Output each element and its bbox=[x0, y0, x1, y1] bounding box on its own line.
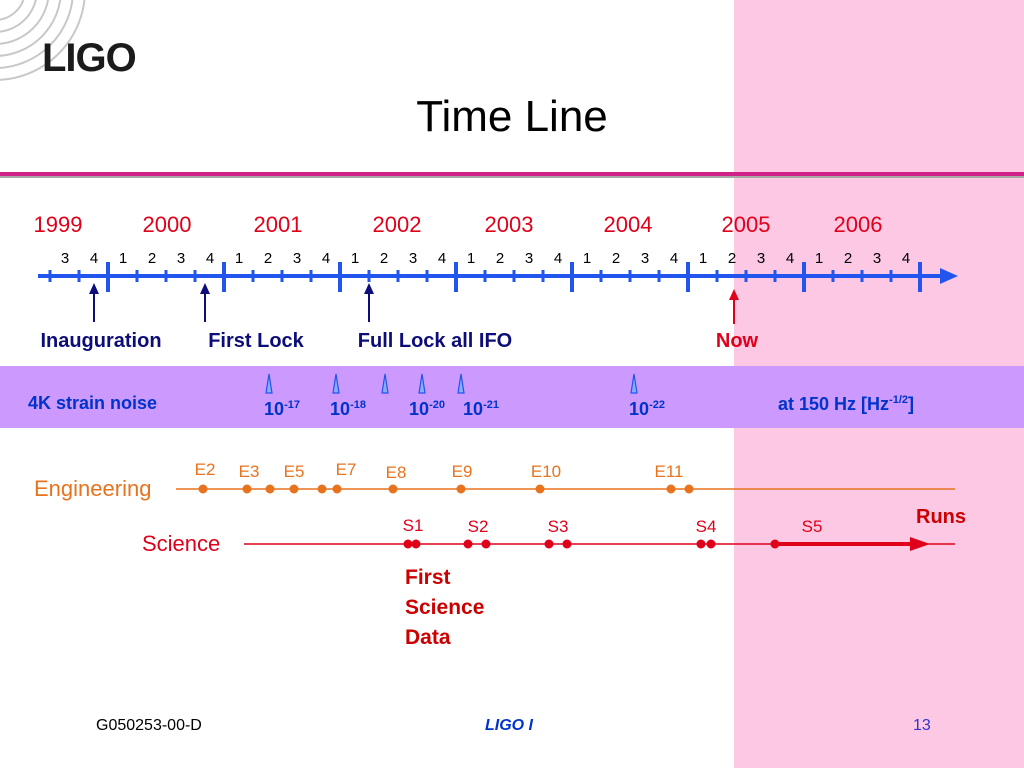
noise-marker bbox=[332, 373, 340, 394]
timeline-axis-line bbox=[38, 268, 958, 284]
first-science-data-note: First Science Data bbox=[405, 563, 484, 653]
science-run-label: S2 bbox=[467, 517, 489, 536]
science-row-label: Science bbox=[142, 531, 221, 556]
quarter-label: 1 bbox=[698, 250, 708, 267]
quarter-label: 2 bbox=[611, 250, 621, 267]
footer-document-code: G050253-00-D bbox=[96, 717, 202, 734]
engineering-run-label: E8 bbox=[385, 463, 407, 482]
page-title: Time Line bbox=[416, 92, 608, 141]
now-arrow bbox=[729, 289, 739, 324]
strain-noise-unit: at 150 Hz [Hz-1/2] bbox=[778, 394, 915, 414]
quarter-label: 3 bbox=[872, 250, 882, 267]
milestone-arrow-inauguration bbox=[89, 283, 99, 322]
strain-noise-value: 10-20 bbox=[409, 399, 445, 419]
quarter-label: 4 bbox=[669, 250, 679, 267]
quarter-label: 4 bbox=[901, 250, 911, 267]
quarter-label: 2 bbox=[379, 250, 389, 267]
engineering-run-label: E3 bbox=[238, 462, 260, 481]
quarter-label: 3 bbox=[60, 250, 70, 267]
science-run-dots bbox=[403, 539, 780, 549]
strain-noise-band bbox=[0, 366, 1024, 428]
quarter-label: 4 bbox=[437, 250, 447, 267]
engineering-row-label: Engineering bbox=[34, 476, 152, 501]
first-science-data-line: First bbox=[405, 566, 451, 589]
quarter-label: 2 bbox=[843, 250, 853, 267]
engineering-run-label: E9 bbox=[451, 462, 473, 481]
ligo-logo: LIGO bbox=[42, 36, 137, 80]
quarter-label: 1 bbox=[350, 250, 360, 267]
quarter-label: 4 bbox=[321, 250, 331, 267]
engineering-run-label: E2 bbox=[194, 460, 216, 479]
quarter-ticks bbox=[48, 270, 893, 282]
quarter-label: 3 bbox=[640, 250, 650, 267]
year-label: 2004 bbox=[603, 212, 653, 237]
s5-run-arrow bbox=[775, 537, 930, 551]
quarter-label: 3 bbox=[408, 250, 418, 267]
noise-marker bbox=[265, 373, 273, 394]
title-divider-shadow bbox=[0, 176, 1024, 178]
strain-noise-value: 10-22 bbox=[629, 399, 665, 419]
milestone-arrow-full-lock bbox=[364, 283, 374, 322]
quarter-label: 1 bbox=[234, 250, 244, 267]
quarter-label: 3 bbox=[292, 250, 302, 267]
strain-noise-value: 10-18 bbox=[330, 399, 366, 419]
quarter-label: 2 bbox=[147, 250, 157, 267]
quarter-label: 3 bbox=[756, 250, 766, 267]
year-label: 2003 bbox=[484, 212, 534, 237]
strain-noise-label: 4K strain noise bbox=[28, 393, 158, 413]
footer-page-number: 13 bbox=[913, 717, 931, 734]
year-label: 1999 bbox=[33, 212, 83, 237]
noise-marker bbox=[381, 373, 389, 394]
engineering-run-label: E7 bbox=[335, 460, 357, 479]
quarter-label: 1 bbox=[582, 250, 592, 267]
milestone-inauguration: Inauguration bbox=[40, 330, 162, 352]
first-science-data-line: Data bbox=[405, 626, 451, 649]
quarter-label: 4 bbox=[205, 250, 215, 267]
milestone-full-lock: Full Lock all IFO bbox=[357, 330, 513, 352]
science-run-label: S4 bbox=[695, 517, 717, 536]
science-run-label: S1 bbox=[402, 516, 424, 535]
quarter-label: 2 bbox=[727, 250, 737, 267]
milestone-first-lock: First Lock bbox=[208, 330, 304, 352]
engineering-run-label: E10 bbox=[530, 462, 562, 481]
noise-marker bbox=[418, 373, 426, 394]
quarter-label: 1 bbox=[118, 250, 128, 267]
first-science-data-line: Science bbox=[405, 596, 485, 619]
year-ticks bbox=[106, 262, 922, 292]
year-label: 2005 bbox=[721, 212, 771, 237]
noise-marker bbox=[457, 373, 465, 394]
strain-noise-value: 10-17 bbox=[264, 399, 300, 419]
engineering-run-label: E11 bbox=[654, 462, 684, 481]
footer-center-label: LIGO I bbox=[485, 717, 533, 734]
title-divider bbox=[0, 172, 1024, 176]
quarter-label: 2 bbox=[495, 250, 505, 267]
quarter-label: 4 bbox=[553, 250, 563, 267]
quarter-label: 2 bbox=[263, 250, 273, 267]
year-label: 2006 bbox=[833, 212, 883, 237]
strain-noise-value: 10-21 bbox=[463, 399, 499, 419]
quarter-label: 4 bbox=[89, 250, 99, 267]
engineering-run-label: E5 bbox=[283, 462, 305, 481]
quarter-label: 1 bbox=[814, 250, 824, 267]
science-run-label: S3 bbox=[547, 517, 569, 536]
noise-marker bbox=[630, 373, 638, 394]
quarter-label: 4 bbox=[785, 250, 795, 267]
year-label: 2002 bbox=[372, 212, 422, 237]
runs-label: Runs bbox=[916, 506, 966, 528]
quarter-label: 3 bbox=[524, 250, 534, 267]
engineering-run-dots bbox=[198, 484, 694, 494]
now-label: Now bbox=[715, 330, 759, 352]
year-label: 2001 bbox=[253, 212, 303, 237]
year-label: 2000 bbox=[142, 212, 192, 237]
quarter-label: 3 bbox=[176, 250, 186, 267]
quarter-label: 1 bbox=[466, 250, 476, 267]
milestone-arrow-first-lock bbox=[200, 283, 210, 322]
science-run-label: S5 bbox=[801, 517, 823, 536]
